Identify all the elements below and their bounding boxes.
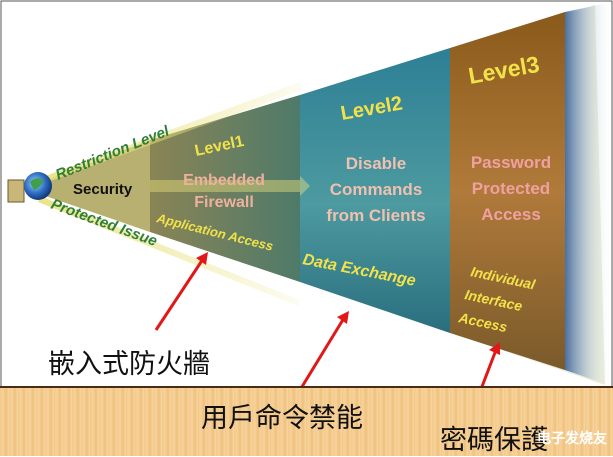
globe-lock-icon xyxy=(7,172,52,203)
center-arrow xyxy=(150,176,310,196)
level3-band xyxy=(450,12,565,370)
frame-bottom-line xyxy=(0,386,613,389)
wedge-fade-edge xyxy=(565,2,612,386)
level2-desc-line1: Disable xyxy=(346,154,406,173)
level1-desc-line1: Embedded xyxy=(183,172,265,189)
security-label: Security xyxy=(73,181,133,198)
level3-desc-line2: Protected xyxy=(472,179,550,198)
level3-cn-annotation: 密碼保護 xyxy=(440,425,548,456)
level2-band xyxy=(300,48,450,333)
restriction-arrow xyxy=(40,82,302,184)
level3-desc-line1: Password xyxy=(471,153,551,172)
protected-arrow xyxy=(38,196,300,306)
wedge-tip xyxy=(28,140,150,232)
level2-desc-line3: from Clients xyxy=(326,206,425,225)
level1-band xyxy=(150,95,300,282)
footer-band xyxy=(0,388,613,456)
level3-desc-line3: Access xyxy=(481,205,541,224)
level1-cn-annotation: 嵌入式防火牆 xyxy=(48,349,210,380)
level2-cn-annotation: 用戶命令禁能 xyxy=(201,403,363,434)
level2-desc-line2: Commands xyxy=(330,180,423,199)
level1-desc-line2: Firewall xyxy=(194,194,254,211)
watermark: 电子发烧友 xyxy=(537,431,607,447)
